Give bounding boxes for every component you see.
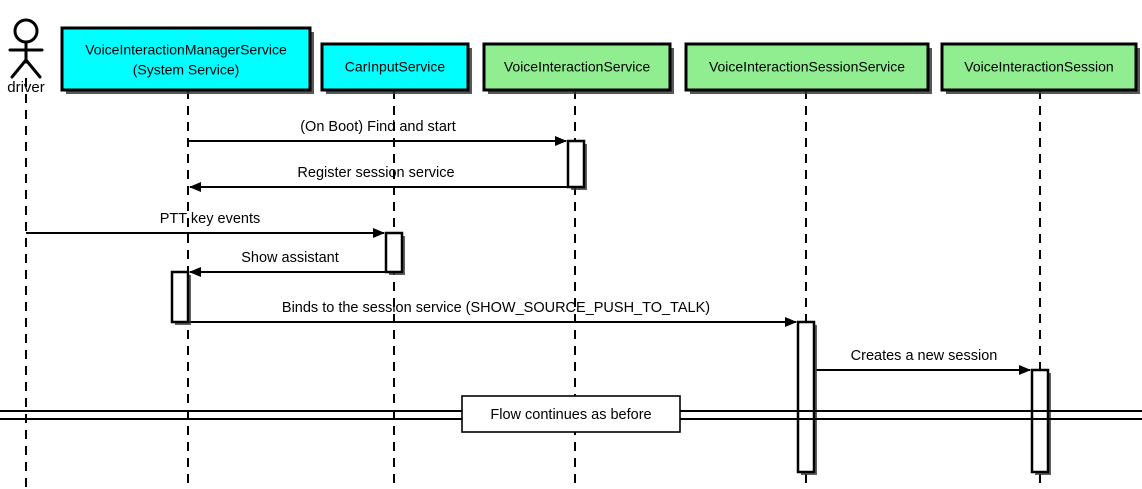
message-label: Creates a new session [851, 348, 998, 364]
activation-bar [1030, 368, 1050, 474]
participant-label-line2: (System Service) [133, 62, 240, 78]
participant-box[interactable] [320, 42, 470, 92]
message-register-session-service[interactable]: Register session service [189, 165, 584, 192]
participant-label: VoiceInteractionSession [964, 59, 1113, 75]
participant-car-input-service[interactable]: CarInputService [320, 42, 472, 94]
message-binds-to-session-service[interactable]: Binds to the session service (SHOW_SOURC… [172, 300, 797, 327]
message-label: (On Boot) Find and start [300, 119, 456, 135]
activation-voice-interaction-service [566, 139, 587, 190]
participant-label: CarInputService [345, 59, 446, 75]
participant-voice-interaction-manager-service[interactable]: VoiceInteractionManagerService (System S… [60, 26, 314, 94]
participant-voice-interaction-session-service[interactable]: VoiceInteractionSessionService [684, 42, 932, 94]
message-ptt-key-events[interactable]: PTT key events [26, 211, 385, 238]
divider-flow-continues: Flow continues as before [0, 395, 1142, 433]
message-on-boot-find-and-start[interactable]: (On Boot) Find and start [188, 119, 567, 146]
driver-leg-right-icon [24, 58, 42, 79]
participant-label: VoiceInteractionSessionService [709, 59, 905, 75]
driver-leg-left-icon [10, 58, 28, 79]
participant-voice-interaction-session[interactable]: VoiceInteractionSession [940, 42, 1140, 94]
activation-bar [566, 139, 586, 189]
message-label: Register session service [297, 165, 454, 181]
activation-bar [170, 270, 190, 324]
message-creates-a-new-session[interactable]: Creates a new session [816, 348, 1031, 375]
activation-bar [796, 320, 816, 474]
divider-box [461, 395, 681, 433]
driver-head-icon [13, 18, 39, 44]
participant-box[interactable] [684, 42, 930, 92]
activation-car-input-service [384, 231, 405, 275]
message-label: Show assistant [241, 250, 339, 266]
participant-box[interactable] [940, 42, 1138, 92]
participant-label: VoiceInteractionService [504, 59, 651, 75]
participant-box[interactable] [482, 42, 672, 92]
divider-label: Flow continues as before [490, 407, 651, 423]
activation-voice-interaction-manager-service [170, 270, 191, 325]
message-label: Binds to the session service (SHOW_SOURC… [282, 300, 710, 316]
participant-voice-interaction-service[interactable]: VoiceInteractionService [482, 42, 674, 94]
activation-voice-interaction-session [1030, 368, 1051, 475]
activations-layer [170, 139, 1051, 475]
driver-label: driver [7, 79, 45, 96]
messages-layer: (On Boot) Find and start Register sessio… [26, 119, 1031, 375]
participant-label: VoiceInteractionManagerService [85, 42, 287, 58]
activation-voice-interaction-session-service [796, 320, 817, 475]
actor-driver[interactable]: driver [7, 18, 45, 96]
message-label: PTT key events [160, 211, 260, 227]
activation-bar [384, 231, 404, 274]
message-show-assistant[interactable]: Show assistant [189, 250, 402, 277]
participant-box[interactable] [60, 26, 312, 92]
